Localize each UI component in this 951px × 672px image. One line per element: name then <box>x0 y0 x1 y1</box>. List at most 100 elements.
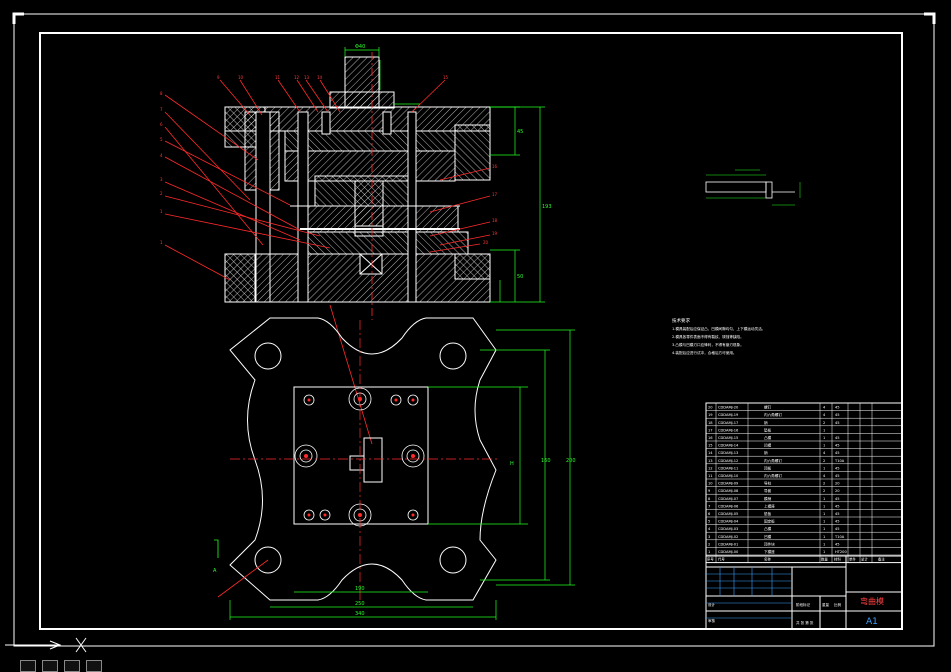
section-marker-left <box>214 539 219 558</box>
parts-row-number: 2 <box>708 542 710 546</box>
parts-row-code: CDDAMJ-00 <box>718 550 739 554</box>
parts-row-code: CDDAMJ-20 <box>718 406 739 410</box>
svg-text:10: 10 <box>238 75 244 80</box>
dim-height-mid: 160 <box>541 458 551 464</box>
parts-row-material: 45 <box>835 474 840 478</box>
svg-text:1: 1 <box>160 209 163 214</box>
parts-row-material: T10A <box>834 459 845 463</box>
parts-row-qty: 1 <box>823 520 825 524</box>
svg-text:15: 15 <box>443 75 449 80</box>
notes-line-1: 1.模具装配后应保证凸、凹模间隙均匀，上下模运动灵活。 <box>672 326 765 331</box>
parts-row-code: CDDAMJ-13 <box>718 451 738 455</box>
section-label-a-left: A <box>213 568 217 574</box>
parts-row-qty: 1 <box>823 535 825 539</box>
parts-row-number: 13 <box>708 459 713 463</box>
parts-row-name: 固定板 <box>764 519 775 524</box>
parts-row-material: HT200 <box>835 550 847 554</box>
screw-holes <box>294 387 425 527</box>
parts-row-material: T10A <box>834 535 845 539</box>
parts-row-number: 12 <box>708 466 713 470</box>
parts-row-qty: 1 <box>823 504 825 508</box>
svg-text:19: 19 <box>492 231 498 236</box>
parts-row-code: CDDAMJ-02 <box>718 535 738 539</box>
plan-diag-leader <box>217 559 269 598</box>
parts-row-code: CDDAMJ-06 <box>718 504 739 508</box>
title-drawing-name: 弯曲模 <box>860 596 884 606</box>
title-role-design: 设计 <box>708 602 716 607</box>
lower-base-outline <box>229 317 497 601</box>
parts-row-material: 45 <box>835 451 840 455</box>
parts-row-material: 45 <box>835 436 840 440</box>
parts-row-material: 20 <box>835 482 840 486</box>
parts-row-number: 14 <box>708 451 713 455</box>
parts-row-qty: 1 <box>823 497 825 501</box>
parts-row-code: CDDAMJ-03 <box>718 527 738 531</box>
parts-row-qty: 1 <box>823 436 825 440</box>
parts-row-name: 顶板 <box>764 465 772 470</box>
title-role-review: 审核 <box>708 618 716 623</box>
dim-lower-thickness: 50 <box>517 274 523 280</box>
parts-row-code: CDDAMJ-08 <box>718 489 739 493</box>
parts-row-qty: 1 <box>823 550 825 554</box>
dim-upper-thickness: 45 <box>517 129 523 135</box>
parts-row-material: 45 <box>835 504 840 508</box>
parts-row-material: 20 <box>835 489 840 493</box>
parts-row-name: 上模座 <box>764 503 775 508</box>
parts-header-cell: 单件 <box>849 557 856 562</box>
parts-row-name: 导柱 <box>764 481 772 486</box>
screw-right <box>407 111 417 303</box>
parts-header-cell: 序号 <box>707 557 714 562</box>
workpiece-detail[interactable] <box>705 169 801 206</box>
dim-width-outer: 340 <box>355 611 365 617</box>
corner-mark-tr <box>924 12 936 24</box>
parts-row-number: 18 <box>708 421 713 425</box>
plan-view[interactable]: 190 250 340 H 160 200 A <box>213 317 576 620</box>
screw-mid <box>321 111 331 135</box>
dim-width-inner: 190 <box>355 586 365 592</box>
parts-row-number: 11 <box>708 474 713 478</box>
upper-base-right-block <box>454 124 491 181</box>
parts-row-code: CDDAMJ-07 <box>718 497 738 501</box>
parts-header-cell: 数量 <box>821 557 828 562</box>
screw-left <box>297 111 309 303</box>
parts-header-cell: 名称 <box>764 557 771 562</box>
die-support <box>297 231 469 255</box>
parts-row-qty: 4 <box>823 451 826 455</box>
parts-row-name: 内六角螺钉 <box>764 458 782 463</box>
svg-text:3: 3 <box>160 177 163 182</box>
parts-row-material: 45 <box>835 520 840 524</box>
parts-row-material: 45 <box>835 527 840 531</box>
parts-row-qty: 1 <box>823 527 825 531</box>
parts-row-name: 内六角螺钉 <box>764 412 782 417</box>
parts-row-qty: 4 <box>823 413 826 417</box>
parts-row-name: 内六角螺钉 <box>764 473 782 478</box>
parts-header-cell: 材料 <box>834 557 841 562</box>
parts-row-qty: 4 <box>823 474 826 478</box>
status-cell-1[interactable] <box>20 660 36 672</box>
parts-row-material: 45 <box>835 512 840 516</box>
parts-row-qty: 1 <box>823 428 825 432</box>
svg-text:9: 9 <box>217 75 220 80</box>
workpiece-flange <box>765 181 773 199</box>
status-cell-4[interactable] <box>86 660 102 672</box>
status-cell-2[interactable] <box>42 660 58 672</box>
status-cell-3[interactable] <box>64 660 80 672</box>
parts-row-code: CDDAMJ-19 <box>718 413 739 417</box>
title-stage-label: 阶段标记 <box>796 602 810 607</box>
title-block[interactable]: 弯曲模 A1 设计 审核 阶段标记 重量 比例 共 张 第 张 <box>705 555 903 630</box>
lower-base-left-block <box>224 253 256 303</box>
parts-row-name: 垫板 <box>764 427 772 432</box>
parts-row-number: 7 <box>708 504 710 508</box>
svg-text:1: 1 <box>160 240 163 245</box>
svg-text:20: 20 <box>483 240 489 245</box>
svg-text:16: 16 <box>492 164 498 169</box>
parts-row-number: 1 <box>708 550 710 554</box>
parts-row-number: 17 <box>708 428 713 432</box>
technical-notes: 技术要求 1.模具装配后应保证凸、凹模间隙均匀，上下模运动灵活。 2.模具各零件… <box>672 317 765 355</box>
parts-header-cell: 代号 <box>718 557 725 562</box>
title-scale-label: 比例 <box>834 602 842 607</box>
svg-text:5: 5 <box>160 137 163 142</box>
